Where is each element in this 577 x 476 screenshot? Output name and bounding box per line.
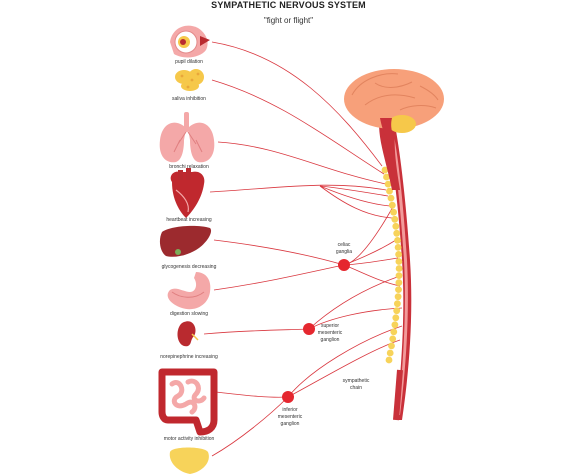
nerve-line: [308, 307, 403, 330]
chain-bead: [395, 251, 402, 258]
chain-bead: [395, 265, 403, 272]
superior-mesenteric-ganglion: [303, 323, 315, 335]
inferior-mesenteric-ganglion: [282, 391, 294, 403]
lungs-icon: [159, 112, 215, 163]
superior-label-1: superior: [321, 323, 339, 329]
nerve-line: [211, 396, 289, 457]
nerve-line: [215, 391, 289, 398]
chain-bead: [390, 328, 398, 336]
chain-bead: [392, 222, 400, 230]
nerve-line: [203, 328, 310, 335]
chain-bead: [389, 335, 397, 343]
chain-bead: [388, 342, 395, 350]
chain-bead: [395, 286, 402, 293]
brain-illustration: [344, 69, 444, 190]
label-motor-activity-inhibition: motor activity inhibition: [164, 436, 215, 442]
celiac-label-1: celiac: [338, 242, 351, 248]
nerve-line: [213, 264, 345, 291]
chain-bead: [387, 194, 395, 202]
page-title: SYMPATHETIC NERVOUS SYSTEM: [211, 0, 366, 10]
label-saliva-inhibition: saliva inhibition: [172, 96, 206, 102]
chain-bead: [395, 272, 403, 279]
label-bronchi-relaxation: bronchi relaxation: [169, 164, 209, 170]
nerve-line: [343, 264, 401, 287]
chain-bead: [384, 180, 392, 188]
inferior-label-1: inferior: [282, 407, 298, 413]
chain-bead: [394, 300, 401, 308]
label-pupil-dilation: pupil dilation: [175, 59, 203, 65]
kidney-icon: [177, 321, 199, 347]
chain-bead: [386, 187, 393, 195]
spinal-cord: [382, 120, 412, 421]
chain-bead: [394, 293, 402, 301]
nerve-line: [319, 185, 393, 219]
chain-bead: [391, 215, 399, 223]
label-glycogenesis-decreasing: glycogenesis decreasing: [162, 264, 217, 270]
superior-label-2: mesenteric: [318, 330, 343, 336]
page-subtitle: "fight or flight": [263, 16, 314, 25]
chain-bead: [391, 321, 399, 329]
organs: [158, 25, 218, 474]
nerve-line: [211, 41, 383, 167]
chain-bead: [394, 237, 401, 244]
intestine-icon: [158, 368, 218, 436]
nerve-line: [308, 275, 401, 330]
celiac-ganglion: [338, 259, 350, 271]
chain-bead: [395, 279, 403, 286]
bladder-icon: [169, 447, 209, 474]
chain-label-2: chain: [350, 385, 362, 391]
stomach-icon: [167, 272, 211, 310]
eye-icon: [170, 25, 210, 58]
liver-icon: [159, 225, 212, 257]
chain-bead: [393, 307, 401, 315]
nerve-line: [319, 185, 389, 197]
nerve-line: [319, 185, 391, 207]
chain-bead: [385, 356, 393, 364]
nerve-line: [217, 141, 387, 185]
chain-bead: [381, 166, 389, 174]
ganglia: [282, 259, 350, 403]
inferior-label-2: mesenteric: [278, 414, 303, 420]
nerve-line: [343, 204, 395, 266]
chain-bead: [386, 349, 394, 357]
label-digestion-slowing: digestion slowing: [170, 311, 208, 317]
chain-bead: [393, 229, 401, 237]
superior-label-3: ganglion: [321, 337, 340, 343]
label-heartbeat-increasing: heartbeat increasing: [166, 217, 212, 223]
chain-bead: [394, 244, 402, 251]
chain-bead: [388, 201, 396, 209]
nerve-line: [287, 325, 403, 398]
nerve-line: [287, 339, 401, 398]
chain-bead: [392, 314, 400, 322]
nerve-line: [211, 79, 385, 175]
chain-bead: [390, 208, 397, 216]
chain-bead: [383, 173, 390, 181]
heart-icon: [170, 168, 205, 218]
organ-labels: pupil dilation saliva inhibition bronchi…: [160, 59, 218, 442]
ganglion-labels: celiac ganglia superior mesenteric gangl…: [278, 242, 370, 427]
label-norepinephrine-increasing: norepinephrine increasing: [160, 354, 218, 360]
chain-label-1: sympathetic: [343, 378, 370, 384]
sympathetic-chain: [381, 166, 403, 364]
chain-bead: [395, 258, 403, 265]
nerve-line: [213, 239, 345, 266]
salivary-gland-icon: [175, 69, 204, 91]
celiac-label-2: ganglia: [336, 249, 352, 255]
inferior-label-3: ganglion: [281, 421, 300, 427]
nerve-line: [209, 184, 387, 193]
